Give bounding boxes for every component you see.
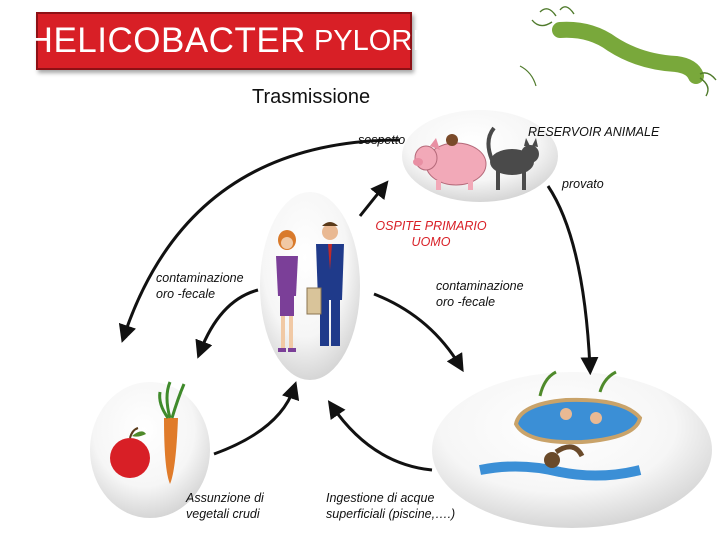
label-contamination-right-line1: contaminazione xyxy=(436,279,524,293)
label-vegetables-line1: Assunzione di xyxy=(186,491,264,505)
swimmer-icon xyxy=(479,444,642,481)
label-sospetto: sospetto xyxy=(358,133,406,147)
carrot-icon xyxy=(158,381,186,484)
subtitle: Trasmissione xyxy=(252,86,371,108)
arrow-reservoir-to-water xyxy=(546,185,599,376)
host-oval xyxy=(260,192,360,380)
label-water: Ingestione di acque superficiali (piscin… xyxy=(326,490,455,522)
label-contamination-left: contaminazione oro -fecale xyxy=(156,270,244,302)
bacterium-icon xyxy=(519,6,717,97)
label-provato: provato xyxy=(562,177,604,191)
title-banner: HELICOBACTER PYLORI xyxy=(28,12,420,70)
label-vegetables-line2: vegetali crudi xyxy=(186,507,260,521)
label-vegetables: Assunzione di vegetali crudi xyxy=(186,490,264,522)
label-host: OSPITE PRIMARIO UOMO xyxy=(364,218,498,250)
label-contamination-right: contaminazione oro -fecale xyxy=(436,278,524,310)
pig-icon xyxy=(413,134,487,190)
label-contamination-left-line1: contaminazione xyxy=(156,271,244,285)
label-contamination-right-line2: oro -fecale xyxy=(436,295,496,309)
apple-icon xyxy=(110,427,150,478)
title-part1: HELICOBACTER xyxy=(27,21,306,60)
arrow-reservoir-to-left xyxy=(118,138,401,343)
label-host-line1: OSPITE PRIMARIO xyxy=(375,219,487,233)
arrow-water-to-host xyxy=(327,400,433,472)
cat-icon xyxy=(486,126,539,190)
label-water-line1: Ingestione di acque xyxy=(326,491,435,505)
label-host-line2: UOMO xyxy=(411,235,451,249)
label-water-line2: superficiali (piscine,….) xyxy=(326,507,456,521)
cycle-arrows xyxy=(118,138,599,472)
title-part2: PYLORI xyxy=(313,24,421,57)
vegetables-oval xyxy=(90,382,210,518)
label-reservoir: RESERVOIR ANIMALE xyxy=(528,125,660,139)
arrow-vegetables-to-host xyxy=(213,381,300,456)
arrow-host-to-water xyxy=(373,292,464,373)
man-icon xyxy=(306,222,344,346)
arrow-host-to-vegetables xyxy=(195,288,259,359)
woman-icon xyxy=(276,230,298,352)
pool-icon xyxy=(513,370,643,445)
label-contamination-left-line2: oro -fecale xyxy=(156,287,216,301)
water-oval xyxy=(432,372,712,528)
arrow-host-to-reservoir xyxy=(358,180,389,217)
